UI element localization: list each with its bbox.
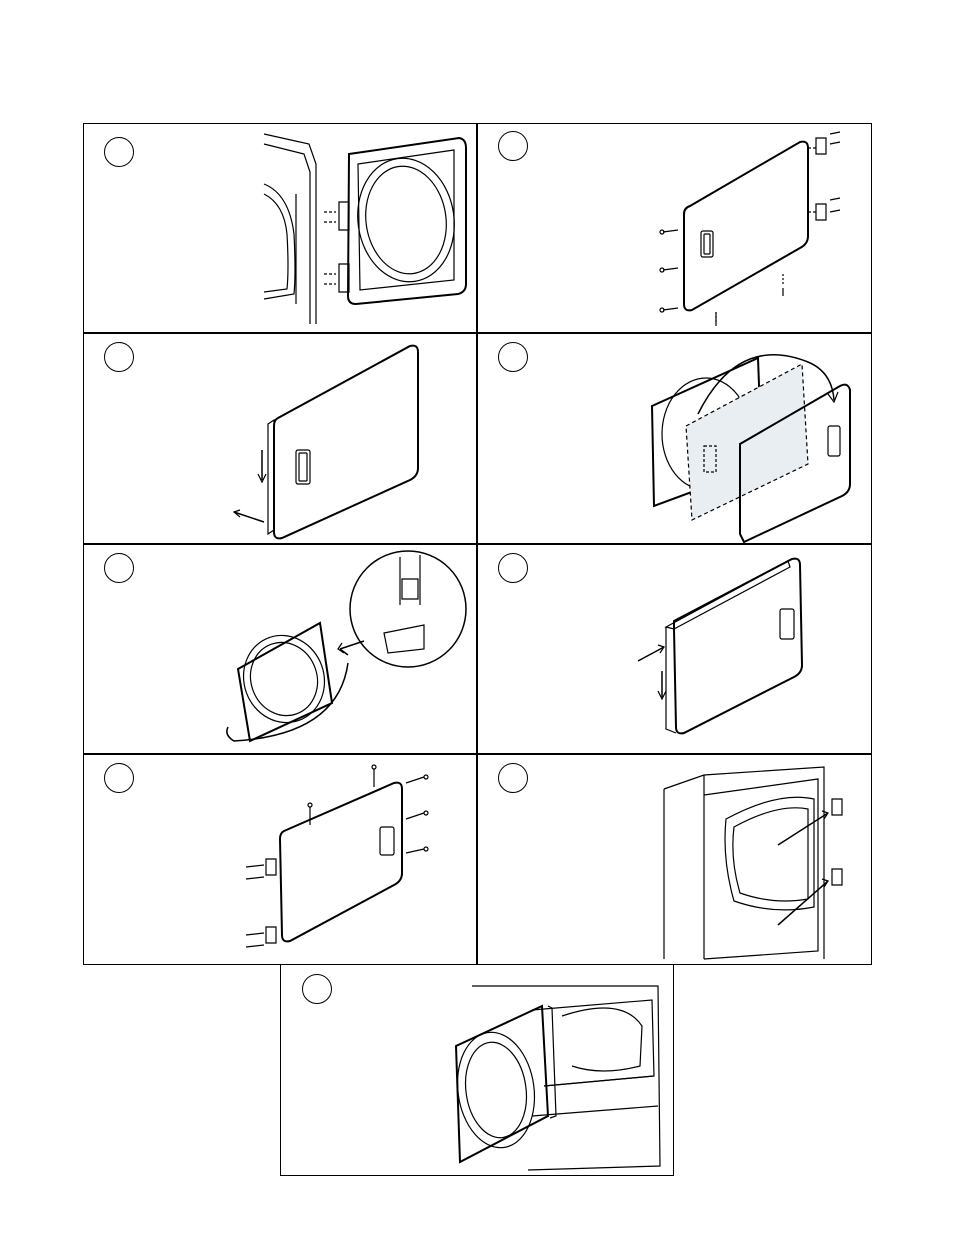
- step-3-panel: [84, 334, 476, 543]
- step-5-illustration: [84, 545, 476, 753]
- step-7-panel: [84, 755, 476, 964]
- step-2-panel: [478, 124, 871, 332]
- step-4-illustration: [478, 334, 871, 543]
- step-3-illustration: [84, 334, 476, 543]
- step-1-illustration: [84, 124, 476, 332]
- step-5-panel: [84, 545, 476, 753]
- step-8-panel: [478, 755, 871, 964]
- step-9-illustration: [282, 966, 672, 1174]
- step-1-panel: [84, 124, 476, 332]
- step-6-illustration: [478, 545, 871, 753]
- step-2-illustration: [478, 124, 871, 332]
- step-6-panel: [478, 545, 871, 753]
- step-7-illustration: [84, 755, 476, 964]
- step-4-panel: [478, 334, 871, 543]
- step-8-illustration: [478, 755, 871, 964]
- step-9-panel: [282, 966, 672, 1174]
